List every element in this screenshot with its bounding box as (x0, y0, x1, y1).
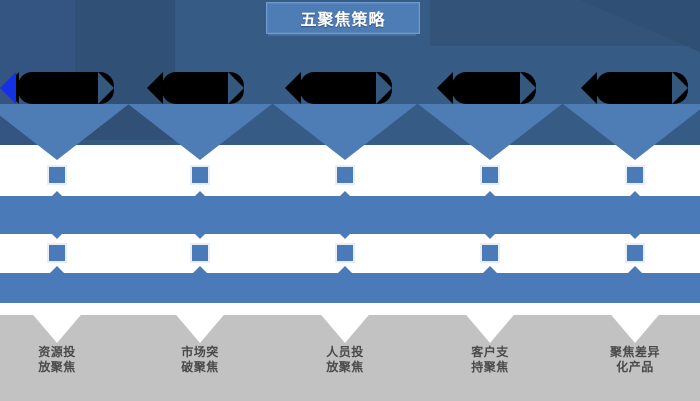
funnel-4 (418, 104, 562, 160)
connector-node-c1-r2 (47, 243, 67, 263)
background-triangle-right (580, 0, 700, 52)
column-label-5: 聚焦差异化产品 (585, 345, 685, 375)
column-label-3-line2: 放聚焦 (326, 360, 364, 374)
column-label-4: 客户支持聚焦 (440, 345, 540, 375)
redaction-notch-right-2 (228, 72, 244, 104)
redaction-notch-right-4 (520, 72, 536, 104)
redaction-notch-right-5 (672, 72, 688, 104)
pointer-arrow-icon (0, 72, 16, 104)
connector-node-c3-r1 (335, 165, 355, 185)
column-label-5-line2: 化产品 (616, 360, 654, 374)
redaction-chevron-left-2 (147, 72, 163, 104)
redaction-chevron-left-5 (581, 72, 597, 104)
redaction-notch-right-1 (98, 72, 114, 104)
connector-node-c4-r2 (480, 243, 500, 263)
connector-node-c2-r2 (190, 243, 210, 263)
funnel-3 (273, 104, 417, 160)
white-wedge-1 (23, 303, 91, 343)
column-label-2: 市场突破聚焦 (150, 345, 250, 375)
column-label-3: 人员投放聚焦 (295, 345, 395, 375)
column-label-2-line2: 破聚焦 (181, 360, 219, 374)
column-label-3-line1: 人员投 (326, 345, 364, 359)
column-label-2-line1: 市场突 (181, 345, 219, 359)
funnel-1 (0, 104, 129, 160)
connector-node-c2-r1 (190, 165, 210, 185)
column-label-5-line1: 聚焦差异 (609, 345, 660, 359)
column-label-1-line1: 资源投 (38, 345, 76, 359)
connector-node-c5-r2 (625, 243, 645, 263)
column-label-1: 资源投放聚焦 (7, 345, 107, 375)
connector-node-c1-r1 (47, 165, 67, 185)
connector-node-c4-r1 (480, 165, 500, 185)
connector-node-c3-r2 (335, 243, 355, 263)
funnel-2 (128, 104, 272, 160)
white-wedge-2 (166, 303, 234, 343)
redaction-chevron-left-4 (437, 72, 453, 104)
white-wedge-5 (601, 303, 669, 343)
white-wedge-4 (456, 303, 524, 343)
page-title-bar: 五聚焦策略 (266, 2, 420, 34)
page-title: 五聚焦策略 (300, 10, 386, 29)
redaction-chevron-left-3 (285, 72, 301, 104)
redaction-notch-right-3 (376, 72, 392, 104)
column-label-4-line1: 客户支 (471, 345, 509, 359)
funnel-5 (563, 104, 700, 160)
column-label-4-line2: 持聚焦 (471, 360, 509, 374)
column-label-1-line2: 放聚焦 (38, 360, 76, 374)
title-glow (268, 33, 416, 37)
connector-node-c5-r1 (625, 165, 645, 185)
background-panel-inner (75, 0, 175, 140)
white-wedge-3 (311, 303, 379, 343)
